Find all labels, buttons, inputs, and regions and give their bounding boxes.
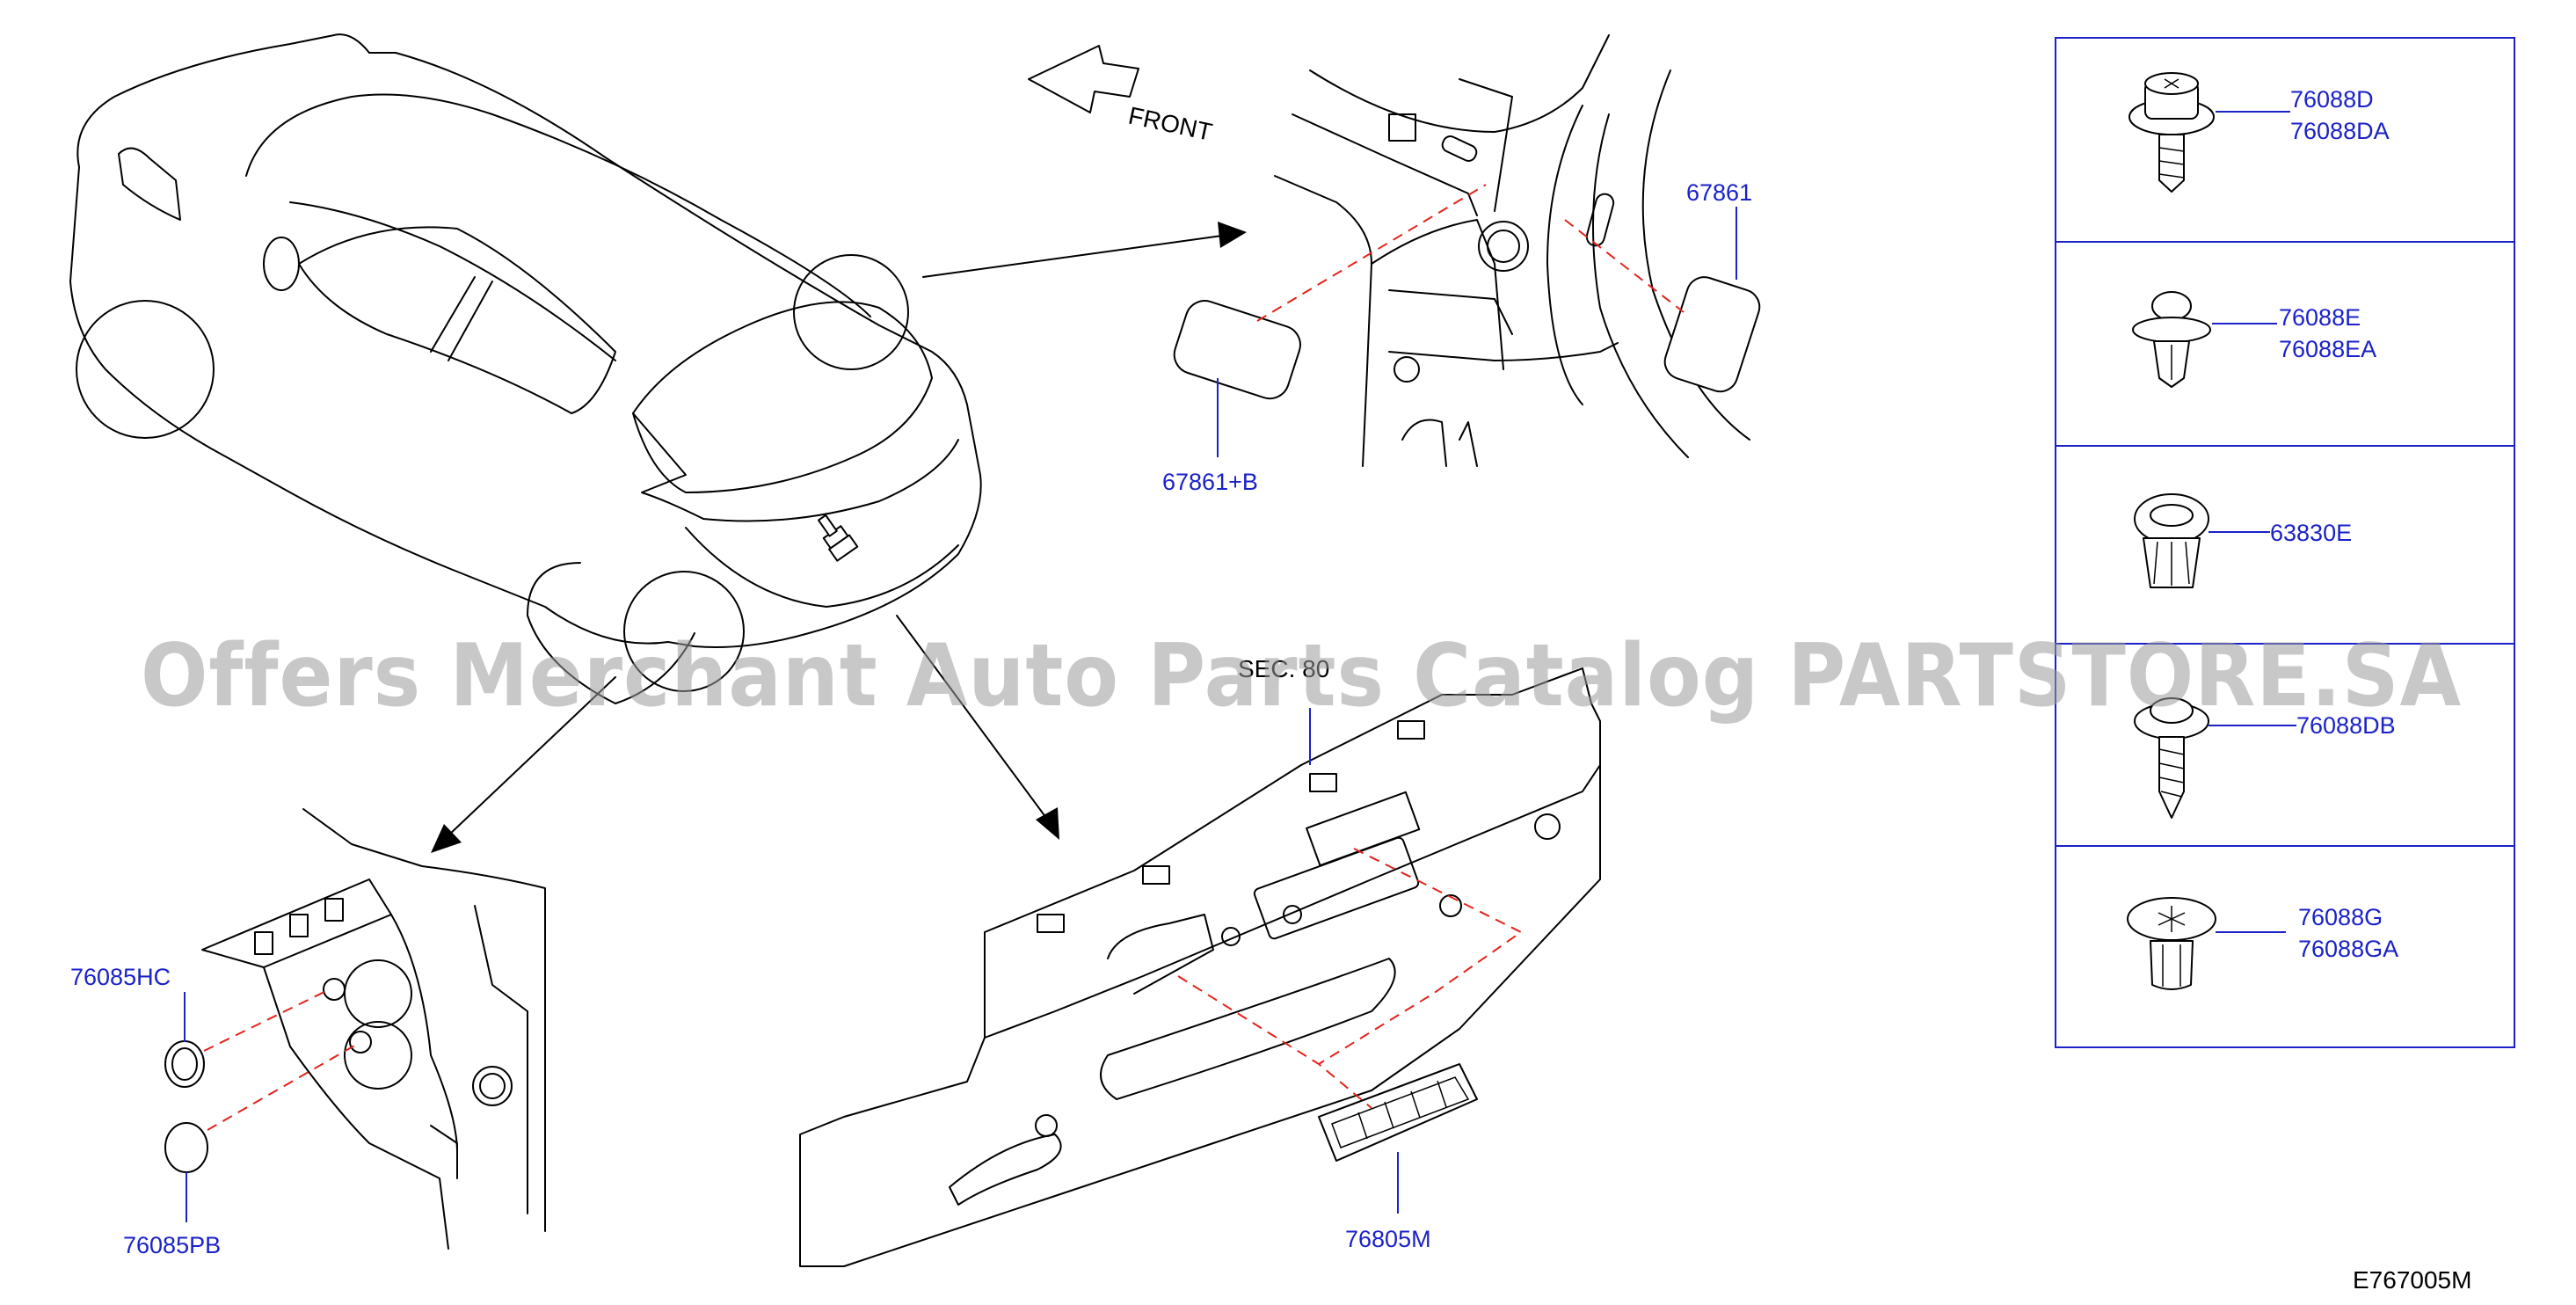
push-clip-icon (2132, 291, 2211, 388)
pad-67861-shape (1663, 276, 1761, 393)
watermark-text: Offers Merchant Auto Parts Catalog PARTS… (141, 626, 2462, 726)
part-label-76085pb[interactable]: 76085PB (123, 1232, 221, 1258)
section-reference[interactable]: SEC. 80 (1238, 655, 1329, 682)
fastener-legend: 76088D 76088DA 76088E 76088EA (2055, 37, 2515, 1048)
legend-row-2[interactable]: 76088E 76088EA (2132, 291, 2376, 388)
tapping-screw-icon (2134, 697, 2209, 819)
legend-row-1[interactable]: 76088D 76088DA (2128, 72, 2390, 193)
legend-row-4[interactable]: 76088DB (2134, 697, 2396, 819)
lower-left-detail-view: 76085HC 76085PB (70, 808, 546, 1258)
legend-code-76088g: 76088G (2298, 904, 2383, 930)
front-label: FRONT (1126, 102, 1215, 146)
car-overview (69, 33, 1247, 853)
legend-code-76088da: 76088DA (2290, 118, 2390, 144)
legend-frame (2055, 37, 2515, 1048)
legend-code-76088ea: 76088EA (2279, 336, 2376, 362)
legend-code-76088ga: 76088GA (2298, 936, 2398, 962)
front-indicator: FRONT (1028, 45, 1215, 146)
flange-bolt-icon (2128, 72, 2215, 193)
clip-rivet-icon (2127, 897, 2216, 990)
part-label-67861-b[interactable]: 67861+B (1162, 469, 1258, 495)
part-label-76085hc[interactable]: 76085HC (70, 964, 171, 990)
grille-76805m-shape (1318, 1063, 1478, 1162)
legend-code-76088d: 76088D (2290, 86, 2374, 113)
part-label-76805m[interactable]: 76805M (1345, 1226, 1431, 1252)
legend-row-3[interactable]: 63830E (2134, 493, 2352, 588)
drawing-code: E767005M (2353, 1266, 2471, 1294)
grommet-clip-icon (2134, 493, 2209, 588)
plug-76085pb-shape (164, 1122, 208, 1173)
pad-67861-b-shape (1173, 300, 1301, 400)
lower-middle-detail-view: 76805M SEC. 80 (799, 655, 1601, 1267)
upper-detail-view: 67861 67861+B (1162, 34, 1761, 495)
legend-code-63830e: 63830E (2270, 520, 2352, 546)
legend-code-76088e: 76088E (2279, 304, 2361, 331)
part-label-67861[interactable]: 67861 (1686, 179, 1752, 206)
legend-code-76088db: 76088DB (2296, 712, 2396, 739)
legend-row-5[interactable]: 76088G 76088GA (2127, 897, 2398, 990)
